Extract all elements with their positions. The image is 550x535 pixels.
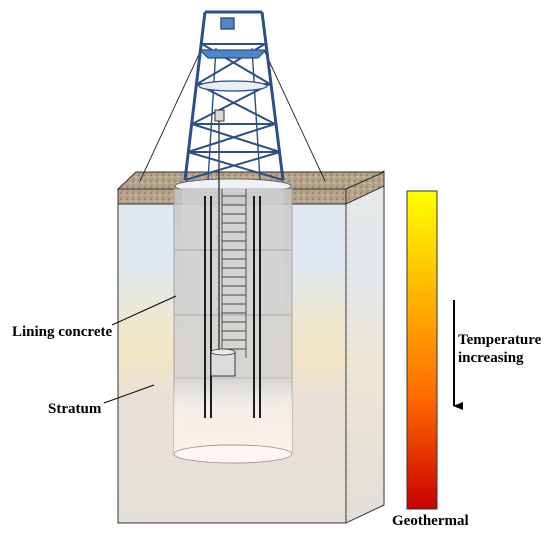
drilling-derrick [183,10,285,181]
temperature-label-line1: Temperature [458,332,542,348]
temperature-increasing-label: Temperature increasing [458,331,541,367]
geothermal-gradient-bar [406,190,438,510]
shaft-ladder [221,189,247,358]
shaft-lining [173,188,293,464]
borehole-pipes [204,196,261,418]
stratum-leader-line [103,384,155,404]
lining-concrete-label: Lining concrete [12,324,113,340]
lining-leader-line [111,295,177,326]
guy-wires [139,49,326,182]
geothermal-label: Geothermal [392,513,469,529]
stratum-label: Stratum [48,401,102,417]
hoist-bucket [210,118,236,377]
temperature-label-line2: increasing [458,350,524,366]
